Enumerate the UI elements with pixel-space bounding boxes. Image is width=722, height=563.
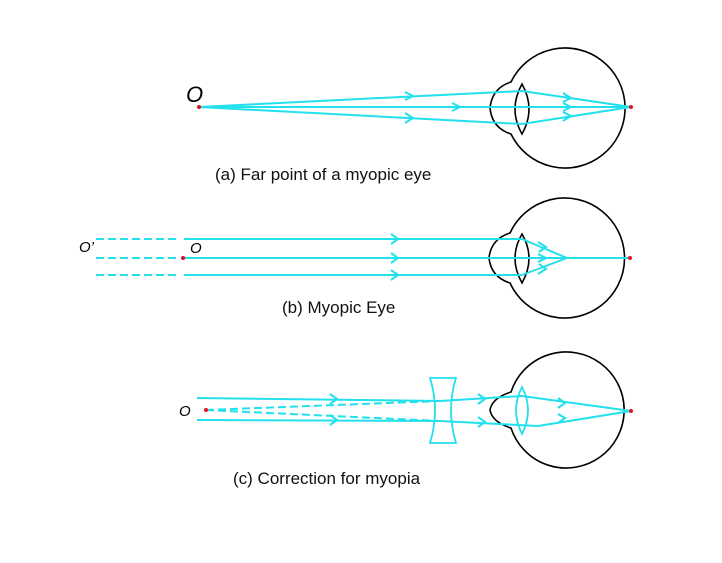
ray-a-bot-2 — [521, 106, 632, 125]
arrow-c-4 — [477, 416, 487, 428]
arrow-a-3 — [404, 112, 415, 124]
ray-a-bot-1 — [198, 106, 523, 125]
arrow-a-6 — [562, 111, 574, 122]
ray-a-top-2 — [521, 90, 632, 108]
arrow-a-2 — [451, 102, 463, 112]
panel-a-far-point: O (a) Far point of a myopic eye — [186, 47, 633, 184]
arrow-c-1 — [329, 393, 339, 405]
virtual-ray-c-top — [205, 400, 441, 411]
virtual-ray-c-bot — [205, 409, 441, 422]
ray-c-top-3 — [521, 395, 632, 412]
ray-c-bot-2 — [439, 420, 539, 427]
arrow-a-4 — [562, 92, 574, 103]
arrow-b-5 — [537, 253, 549, 263]
object-label-a: O — [186, 82, 203, 107]
ray-c-top-2 — [439, 395, 523, 402]
arrow-c-3 — [477, 393, 487, 405]
object-point-a — [197, 105, 201, 109]
arrow-b-1 — [390, 233, 400, 245]
arrow-b-2 — [390, 252, 400, 264]
infinity-label-b: O’ — [79, 239, 95, 256]
caption-a: (a) Far point of a myopic eye — [215, 165, 431, 184]
arrow-b-3 — [390, 269, 400, 281]
caption-c: (c) Correction for myopia — [233, 469, 421, 488]
arrow-c-2 — [329, 414, 339, 426]
arrow-b-4 — [537, 241, 548, 253]
eye-lens-a — [514, 82, 530, 136]
arrow-c-5 — [557, 397, 567, 409]
concave-lens — [428, 377, 458, 444]
caption-b: (b) Myopic Eye — [282, 298, 395, 317]
object-point-b — [181, 256, 185, 260]
ray-c-bot-3 — [537, 410, 632, 427]
arrow-a-5 — [562, 102, 574, 112]
panel-b-myopic-eye: O’ O (b) Myopic Eye — [79, 197, 632, 319]
object-label-b: O — [190, 240, 202, 257]
arrow-a-1 — [404, 91, 416, 101]
object-label-c: O — [179, 403, 191, 420]
retina-point-a — [629, 105, 633, 109]
eyeball-a — [489, 47, 626, 169]
retina-point-b — [628, 256, 632, 260]
ray-b-bot-2 — [521, 257, 568, 276]
ray-a-top-1 — [198, 90, 523, 108]
arrow-c-6 — [557, 413, 567, 424]
eyeball-c — [489, 351, 625, 469]
retina-point-c — [629, 409, 633, 413]
arrow-b-6 — [537, 263, 548, 275]
object-point-c — [204, 408, 208, 412]
eyeball-b — [488, 197, 626, 319]
panel-c-correction: O (c) Correction for myopia — [179, 351, 633, 488]
ray-c-top-1 — [196, 397, 441, 402]
eye-lens-c — [515, 385, 529, 437]
ray-c-bot-1 — [196, 419, 441, 422]
